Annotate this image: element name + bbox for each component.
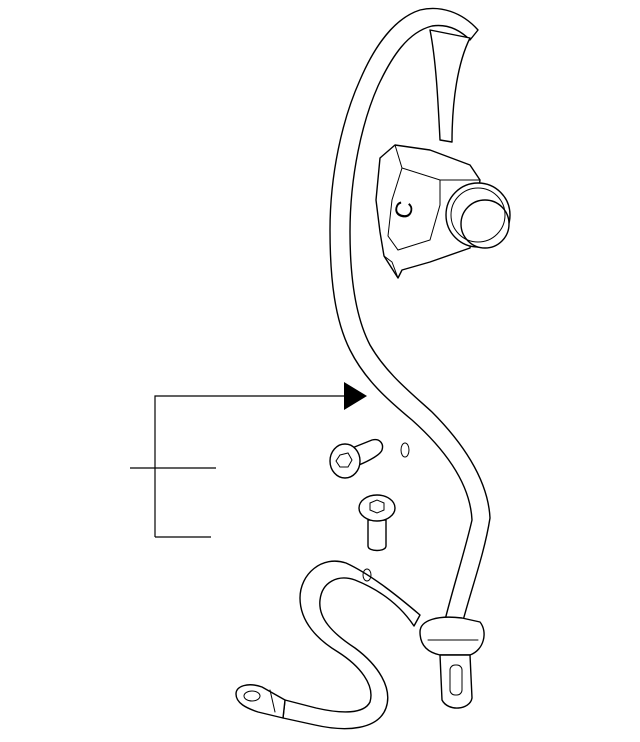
retractor-housing xyxy=(375,144,481,279)
mounting-bolt-shank xyxy=(367,519,387,552)
anchor-strap-stitch xyxy=(269,689,276,713)
mounting-bolt-socket xyxy=(369,499,385,514)
belt-webbing xyxy=(329,7,491,633)
tongue-plate-blade xyxy=(439,654,473,709)
retractor-spool-ring xyxy=(450,187,506,243)
belt-webbing-hole xyxy=(400,442,410,458)
tongue-plate-slot xyxy=(449,664,463,696)
retractor-panel xyxy=(387,167,441,251)
flange-bolt xyxy=(329,438,384,479)
retractor-tab xyxy=(383,255,399,279)
mounting-bolt xyxy=(358,494,396,552)
anchor-strap-hole xyxy=(362,568,372,582)
tongue-plate xyxy=(419,616,485,709)
mounting-bolt-head xyxy=(358,494,396,522)
anchor-plate xyxy=(235,684,286,719)
anchor-plate-hole xyxy=(243,690,261,702)
flange-bolt-socket xyxy=(335,452,353,468)
tongue-plate-body xyxy=(419,616,485,656)
retractor-label-glyph: C xyxy=(389,199,419,222)
leader-arrow-line xyxy=(154,395,346,537)
flange-bolt-head xyxy=(329,443,361,479)
retractor-spool-knob xyxy=(460,199,510,249)
callout-leaders xyxy=(130,382,367,538)
retractor: C xyxy=(375,144,511,279)
leader-arrowhead xyxy=(344,382,367,410)
retractor-housing-edge xyxy=(394,144,481,181)
anchor-strap xyxy=(235,560,421,730)
belt-guide-strap xyxy=(429,29,471,143)
anchor-strap-band xyxy=(282,560,421,730)
belt-webbing-band xyxy=(329,7,491,633)
